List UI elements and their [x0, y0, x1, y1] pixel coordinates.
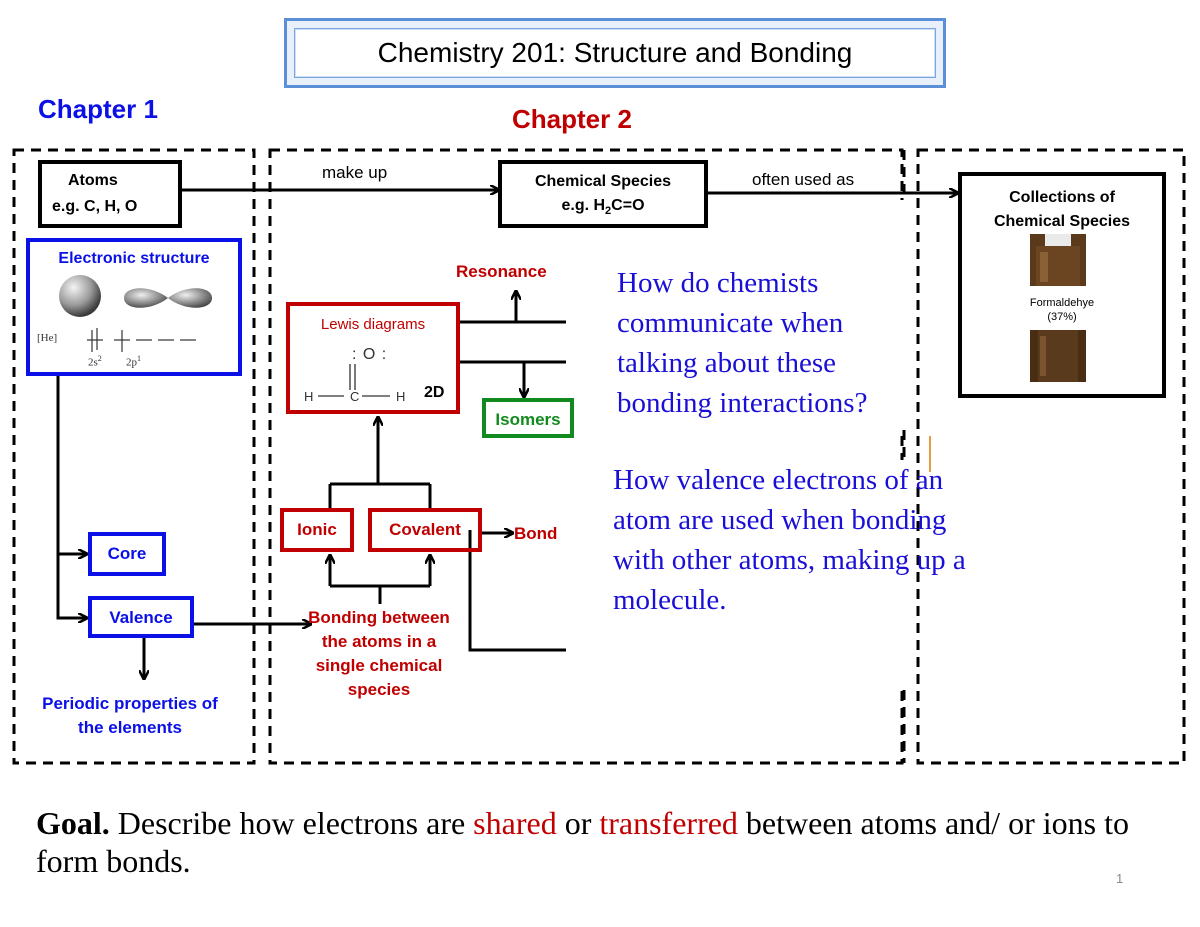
atoms-example: e.g. C, H, O [52, 198, 138, 215]
goal-shared: shared [473, 805, 557, 841]
ionic-label: Ionic [297, 520, 337, 539]
ionic-box: Ionic [280, 508, 354, 552]
resonance-label: Resonance [456, 262, 547, 281]
covalent-label: Covalent [389, 520, 461, 539]
lewis-h-left: H [304, 389, 314, 404]
chapter-2-label: Chapter 2 [512, 104, 632, 134]
orbital-2s-label: 2s2 [88, 354, 102, 369]
chapter-3-region [916, 148, 1186, 765]
lewis-o-text: O [362, 346, 377, 363]
species-example: e.g. H2C=O [502, 197, 704, 217]
lewis-2d: 2D [424, 384, 445, 401]
isomers-box: Isomers [482, 398, 574, 438]
config-core: [He] [37, 332, 58, 344]
orbital-2s-text: 2s [88, 356, 98, 369]
goal-or: or [556, 805, 600, 841]
question-valence-electrons: How valence electrons of an atom are use… [613, 464, 966, 616]
line-to-valence [56, 554, 86, 618]
lewis-h-right: H [396, 389, 406, 404]
lewis-oxygen: : O : [352, 346, 388, 363]
goal-statement: Goal. Describe how electrons are shared … [36, 804, 1156, 880]
lewis-title: Lewis diagrams [320, 316, 426, 333]
electronic-structure-box: Electronic structure [26, 238, 242, 376]
title-inner: Chemistry 201: Structure and Bonding [294, 28, 936, 78]
collections-title: Collections of Chemical Species [993, 189, 1131, 230]
lewis-c: C [350, 389, 360, 404]
atoms-box: Atoms e.g. C, H, O [38, 160, 182, 228]
goal-label: Goal. [36, 805, 110, 841]
species-suffix: C=O [611, 197, 645, 214]
make-up-label: make up [322, 163, 388, 182]
valence-label: Valence [109, 608, 173, 627]
atoms-title: Atoms [68, 172, 118, 189]
chapter-1-region [12, 148, 256, 765]
orbital-2p-sup: 1 [137, 354, 141, 363]
species-title: Chemical Species [534, 173, 672, 190]
goal-transferred: transferred [599, 805, 738, 841]
page-number: 1 [1116, 871, 1124, 886]
bottle-label: Formaldehye (37%) [1029, 297, 1095, 323]
valence-box: Valence [88, 596, 194, 638]
orbital-2p-text: 2p [126, 356, 137, 369]
periodic-properties-label: Periodic properties of the elements [42, 694, 218, 737]
question-communicate: How do chemists communicate when talking… [617, 267, 868, 419]
p-orbital-lobe-left [124, 288, 168, 308]
collections-box: Collections of Chemical Species Formalde… [958, 172, 1166, 398]
chemical-species-box: Chemical Species e.g. H2C=O [498, 160, 708, 228]
species-prefix: e.g. H [561, 197, 606, 214]
s-orbital-sphere [59, 275, 101, 317]
core-box: Core [88, 532, 166, 576]
bond-label: Bond [514, 524, 558, 543]
title-box: Chemistry 201: Structure and Bonding [284, 18, 946, 88]
covalent-box: Covalent [368, 508, 482, 552]
goal-part2: between atoms and/ or ions to form bonds… [36, 805, 1129, 879]
isomers-label: Isomers [495, 410, 561, 429]
chapter-1-label: Chapter 1 [38, 94, 158, 124]
core-label: Core [107, 544, 147, 563]
often-used-as-label: often used as [752, 170, 855, 189]
page-title: Chemistry 201: Structure and Bonding [377, 37, 853, 68]
orbital-2p-label: 2p1 [126, 354, 141, 369]
goal-part1: Describe how electrons are [109, 805, 474, 841]
p-orbital-lobe-right [168, 288, 212, 308]
orbital-2s-sup: 2 [97, 354, 102, 363]
lewis-diagrams-box: Lewis diagrams : O : H C H 2D [286, 302, 460, 414]
electronic-structure-title: Electronic structure [58, 250, 210, 267]
chapter-2-region [268, 148, 904, 765]
line-electronic-down [56, 376, 86, 554]
bonding-between-label: Bonding between the atoms in a single ch… [308, 608, 450, 699]
species-subscript: 2 [605, 205, 612, 218]
